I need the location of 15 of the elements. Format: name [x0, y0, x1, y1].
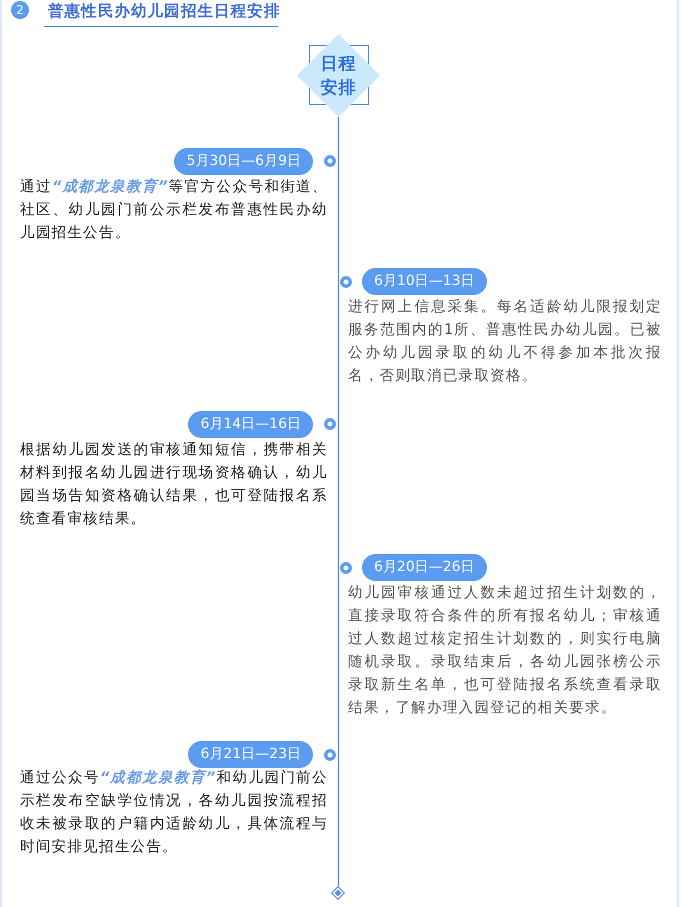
end-diamond — [331, 886, 345, 900]
description-text: 进行网上信息采集。每名适龄幼儿限报划定服务范围内的1所、普惠性民办幼儿园。已被公办幼儿园录取的幼儿不得参加本批次报名，否则取消已录取资格。 — [348, 298, 662, 386]
description-text: 幼儿园审核通过人数未超过招生计划数的，直接录取符合条件的所有报名幼儿；审核通过人数超过核定招生计划数的，则实行电脑随机录取。录取结束后，各幼儿园张榜公示录取新生名单，也可登陆报名系统查看录取结果，了解办理入园登记的相关要求。 — [348, 584, 662, 718]
step-number-badge: 2 — [11, 1, 29, 19]
date-pill: 6月14日—16日 — [188, 411, 313, 438]
description-text: 通过“成都龙泉教育”等官方公众号和街道、社区、幼儿园门前公示栏发布普惠性民办幼儿园招生公告。 — [20, 177, 328, 243]
title: 普惠性民办幼儿园招生日程安排 — [44, 0, 278, 27]
description-text: 根据幼儿园发送的审核通知短信，携带相关材料到报名幼儿园进行现场资格确认，幼儿园当场告知资格确认结果，也可登陆报名系统查看审核结果。 — [20, 440, 328, 529]
date-pill: 5月30日—6月9日 — [174, 148, 313, 175]
date-pill: 6月10日—13日 — [362, 268, 487, 295]
timeline-line — [338, 117, 340, 886]
description-text: 通过公众号“成都龙泉教育”和幼儿园门前公示栏发布空缺学位情况，各幼儿园按流程招收未被录取的户籍内适龄幼儿，具体流程与时间安排见招生公告。 — [20, 768, 328, 857]
diamond-node: 日程安排 — [297, 34, 380, 117]
date-pill: 6月20日—26日 — [362, 554, 487, 581]
date-pill: 6月21日—23日 — [188, 741, 313, 768]
